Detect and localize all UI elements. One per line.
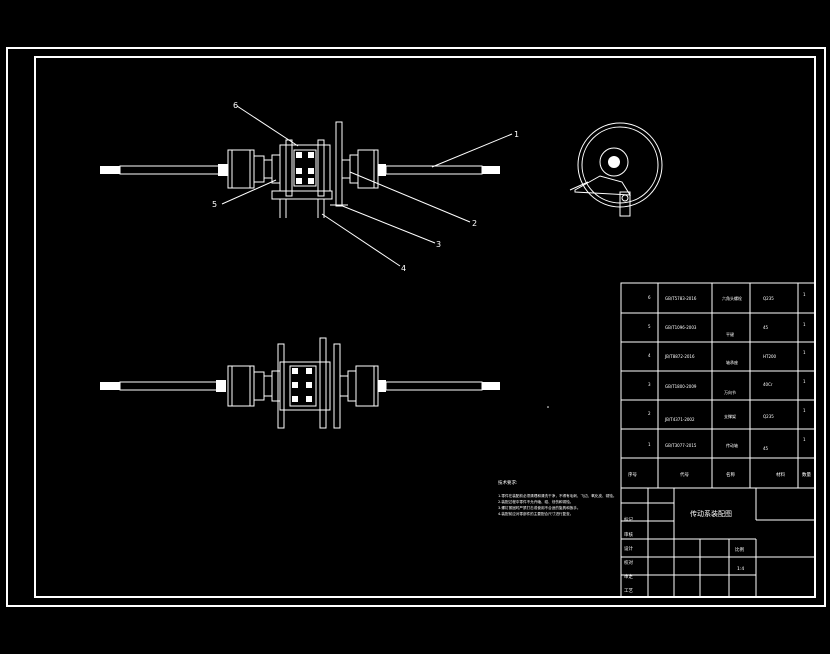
bom-row-qty: 1	[803, 350, 806, 355]
side-view	[569, 122, 663, 217]
bom-row-name: 支撑架	[724, 413, 736, 419]
callout-6: 6	[233, 101, 238, 110]
callout-2: 2	[472, 219, 477, 228]
bom-header-name: 名称	[726, 471, 735, 478]
tb-label-review: 审核	[624, 531, 633, 538]
bom-row-name: 轴承座	[726, 359, 738, 365]
bom-row-no: 4	[648, 353, 651, 358]
bom-row-name: 万向节	[724, 389, 736, 395]
tb-label-design: 设计	[624, 545, 633, 552]
bom-row-code: JB/T4371-2002	[664, 417, 695, 422]
bom-row-code: GB/T1096-2003	[665, 325, 697, 330]
tb-label-approve: 审定	[624, 573, 633, 580]
bom-header-qty: 数量	[802, 471, 811, 478]
callout-5: 5	[212, 200, 217, 209]
bom-table	[620, 282, 816, 489]
scale-value: 1:4	[737, 566, 744, 572]
notes-line-2: 2.装配过程中零件不允许磕、碰、划伤和锈蚀。	[498, 499, 573, 504]
bom-header-code: 代号	[680, 471, 689, 478]
bom-row-material: 40Cr	[763, 382, 773, 387]
bom-row-no: 1	[648, 442, 651, 447]
bom-row-name: 六角头螺栓	[722, 295, 742, 301]
callout-1: 1	[514, 130, 519, 139]
bom-row-qty: 1	[803, 379, 806, 384]
bom-row-code: GB/T5783-2016	[665, 296, 697, 301]
bom-row-code: JB/T8872-2016	[664, 354, 695, 359]
callout-4: 4	[401, 264, 406, 273]
bom-row-name: 传动轴	[726, 442, 738, 448]
notes-heading: 技术要求:	[498, 479, 518, 486]
notes-line-3: 3.螺钉紧固时严禁打击或使用不合适的旋具和扳手。	[498, 505, 581, 510]
notes-line-4: 4.装配前应对零部件的主要配合尺寸进行复查。	[498, 511, 573, 516]
top-assembly-view	[100, 105, 513, 267]
bom-row-qty: 1	[803, 437, 806, 442]
bom-row-code: GB/T3077-2015	[665, 443, 697, 448]
bottom-assembly-view	[100, 337, 500, 429]
bom-row-material: 45	[763, 325, 769, 330]
tb-label-mark: 标记	[624, 516, 633, 523]
bom-row-no: 5	[648, 324, 651, 329]
bom-row-no: 6	[648, 295, 651, 300]
bom-row-material: 45	[763, 446, 769, 451]
bom-header-material: 材料	[776, 471, 785, 478]
bom-row-material: Q235	[763, 296, 774, 301]
bom-row-qty: 1	[803, 322, 806, 327]
bom-row-code: GB/T1800-2009	[665, 384, 697, 389]
bom-row-material: Q235	[763, 414, 774, 419]
callout-3: 3	[436, 240, 441, 249]
outer-border	[6, 47, 826, 607]
bom-row-no: 2	[648, 411, 651, 416]
bom-row-qty: 1	[803, 292, 806, 297]
scale-label: 比例	[735, 546, 744, 553]
bom-header-no: 序号	[628, 471, 637, 478]
drawing-title: 传动系装配图	[690, 509, 732, 518]
bom-row-qty: 1	[803, 408, 806, 413]
bom-row-name: 平键	[726, 331, 734, 337]
tb-label-check: 校对	[624, 559, 633, 566]
tb-label-process: 工艺	[624, 588, 633, 594]
bom-row-material: HT200	[763, 354, 777, 359]
notes-line-1: 1.零件在装配前必须清理和清洗干净，不得有毛刺、飞边、氧化皮、锈蚀。	[498, 493, 616, 498]
bom-row-no: 3	[648, 382, 651, 387]
title-block	[620, 487, 816, 598]
